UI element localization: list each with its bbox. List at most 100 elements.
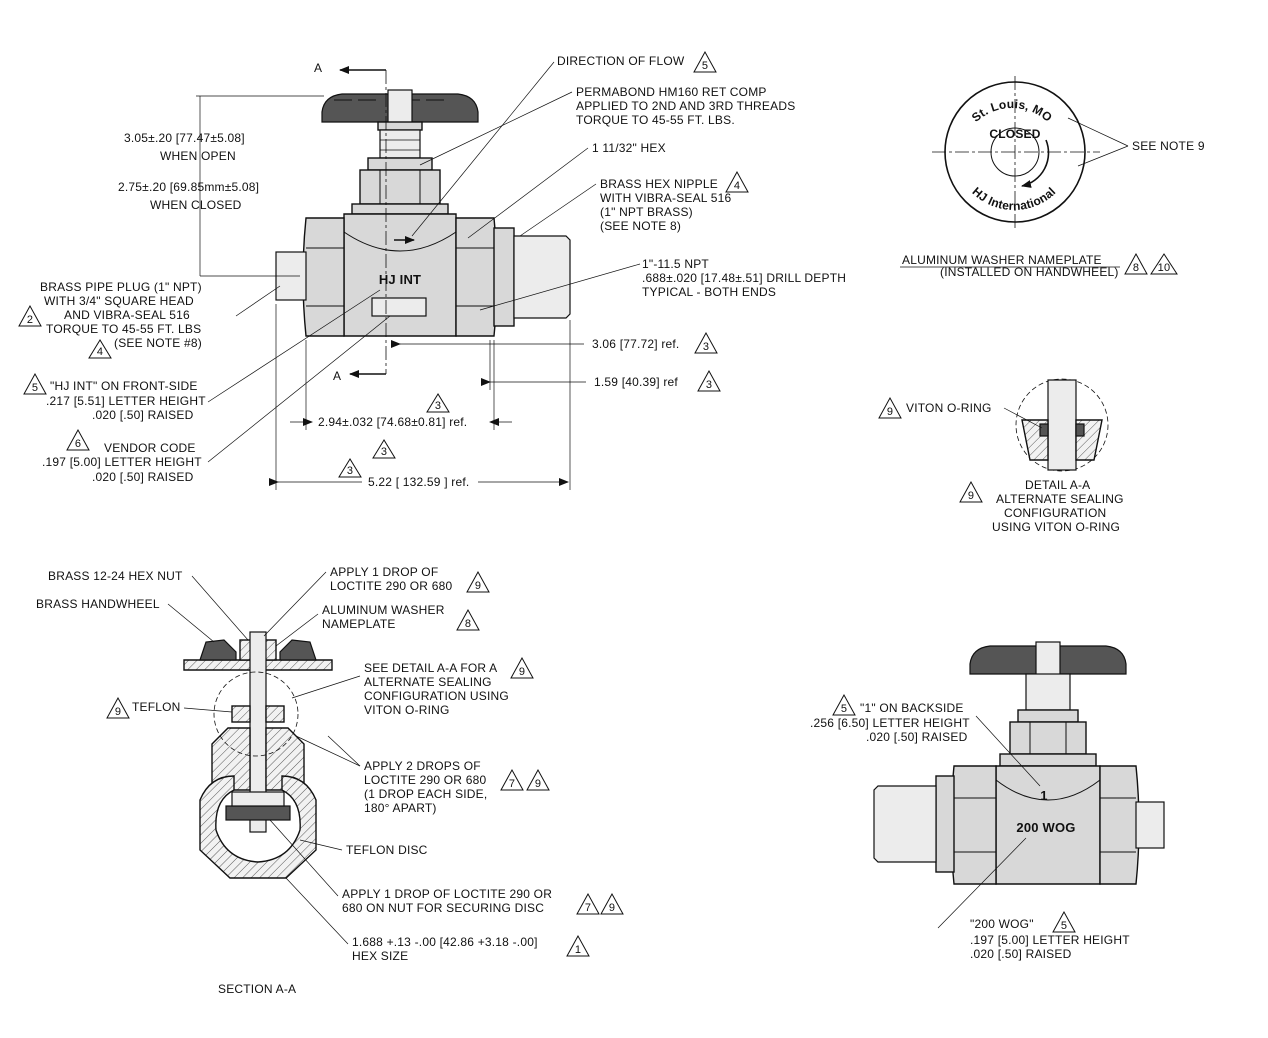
svg-text:7: 7 [585, 902, 591, 914]
nameplate-subtitle: (INSTALLED ON HANDWHEEL) [940, 265, 1119, 279]
plug-line-4: TORQUE TO 45-55 FT. LBS [46, 322, 201, 336]
hj-int-line-3: .020 [.50] RAISED [92, 408, 194, 422]
svg-text:8: 8 [465, 618, 471, 630]
dim-522: 5.22 [ 132.59 ] ref. [368, 475, 469, 489]
loctite-2d: 180° APART) [364, 801, 437, 815]
plug-line-2: WITH 3/4" SQUARE HEAD [44, 294, 194, 308]
loctite-2b: LOCTITE 290 OR 680 [364, 773, 486, 787]
svg-text:9: 9 [475, 580, 481, 592]
detail-title-2: ALTERNATE SEALING [996, 492, 1124, 506]
loctite-1a: APPLY 1 DROP OF [330, 565, 438, 579]
svg-text:9: 9 [535, 778, 541, 790]
svg-text:4: 4 [734, 180, 740, 192]
wog-line-1: "200 WOG" [970, 917, 1034, 931]
right-hex [455, 217, 498, 337]
loctite-2c: (1 DROP EACH SIDE, [364, 787, 487, 801]
section-body [199, 775, 317, 879]
backside-line-3: .020 [.50] RAISED [866, 730, 968, 744]
open-label: WHEN OPEN [160, 149, 236, 163]
backside-1-mark: 1 [1040, 788, 1047, 803]
vendor-line-3: .020 [.50] RAISED [92, 470, 194, 484]
ring-text-bottom: HJ International [970, 184, 1059, 213]
hj-int-line-1: "HJ INT" ON FRONT-SIDE [50, 379, 198, 393]
plug-line-3: AND VIBRA-SEAL 516 [64, 308, 190, 322]
svg-text:9: 9 [519, 666, 525, 678]
dim-306: 3.06 [77.72] ref. [592, 337, 679, 351]
plug-line-5: (SEE NOTE #8) [114, 336, 202, 350]
svg-text:3: 3 [347, 465, 353, 477]
dim-159: 1.59 [40.39] ref [594, 375, 678, 389]
hex-size-line-2: HEX SIZE [352, 949, 408, 963]
nipple-line-2: WITH VIBRA-SEAL 516 [600, 191, 732, 205]
washer-label-2: NAMEPLATE [322, 617, 396, 631]
open-dimension: 3.05±.20 [77.47±5.08] [124, 131, 245, 145]
loctite-2a: APPLY 2 DROPS OF [364, 759, 481, 773]
svg-text:5: 5 [702, 60, 708, 72]
npt-line-1: 1"-11.5 NPT [642, 257, 709, 271]
npt-line-2: .688±.020 [17.48±.51] DRILL DEPTH [642, 271, 846, 285]
back-view: 1 200 WOG 5 "1" ON BACKSIDE .256 [6.50] … [810, 641, 1165, 961]
see-detail-3: CONFIGURATION USING [364, 689, 509, 703]
svg-text:3: 3 [703, 341, 709, 353]
front-view: HJ INT A A [275, 61, 571, 383]
nipple-line-3: (1" NPT BRASS) [600, 205, 693, 219]
stem [379, 129, 421, 159]
svg-text:10: 10 [1158, 262, 1171, 274]
vendor-pad [371, 297, 427, 317]
washer-outer [944, 81, 1086, 223]
svg-text:5: 5 [32, 382, 38, 394]
plug-line-1: BRASS PIPE PLUG (1" NPT) [40, 280, 202, 294]
svg-text:3: 3 [435, 400, 441, 412]
hex-size-line-1: 1.688 +.13 -.00 [42.86 +3.18 -.00] [352, 935, 538, 949]
svg-text:5: 5 [1061, 920, 1067, 932]
direction-of-flow-label: DIRECTION OF FLOW [557, 54, 685, 68]
svg-text:3: 3 [706, 379, 712, 391]
washer-label-1: ALUMINUM WASHER [322, 603, 445, 617]
svg-text:9: 9 [968, 490, 974, 502]
hj-int-casting: HJ INT [379, 272, 421, 287]
section-mark-bottom: A [333, 369, 341, 383]
section-mark-top: A [314, 61, 322, 75]
npt-line-3: TYPICAL - BOTH ENDS [642, 285, 776, 299]
backside-line-2: .256 [6.50] LETTER HEIGHT [810, 716, 970, 730]
svg-text:9: 9 [887, 406, 893, 418]
closed-arrow [1021, 139, 1050, 188]
vendor-line-1: VENDOR CODE [104, 441, 196, 455]
svg-text:6: 6 [75, 438, 81, 450]
nameplate-title: ALUMINUM WASHER NAMEPLATE [902, 253, 1102, 267]
see-detail-2: ALTERNATE SEALING [364, 675, 492, 689]
vendor-line-2: .197 [5.00] LETTER HEIGHT [42, 455, 202, 469]
nipple-line-1: BRASS HEX NIPPLE [600, 177, 718, 191]
nipple [513, 235, 571, 319]
hj-int-line-2: .217 [5.51] LETTER HEIGHT [46, 394, 206, 408]
wog-mark: 200 WOG [1016, 820, 1075, 835]
teflon-disc-label: TEFLON DISC [346, 843, 428, 857]
svg-text:1: 1 [575, 944, 581, 956]
wog-line-3: .020 [.50] RAISED [970, 947, 1072, 961]
permabond-line-2: APPLIED TO 2ND AND 3RD THREADS [576, 99, 795, 113]
washer-bore [990, 127, 1040, 177]
svg-text:9: 9 [115, 706, 121, 718]
washer-nameplate: St. Louis, MO HJ International CLOSED SE… [900, 76, 1205, 279]
dim-294: 2.94±.032 [74.68±0.81] ref. [318, 415, 467, 429]
loctite-3b: 680 ON NUT FOR SECURING DISC [342, 901, 544, 915]
svg-text:2: 2 [27, 314, 33, 326]
viton-oring-label: VITON O-RING [906, 401, 992, 415]
svg-text:7: 7 [509, 778, 515, 790]
permabond-line-1: PERMABOND HM160 RET COMP [576, 85, 767, 99]
hex-size-label: 1 11/32" HEX [592, 141, 666, 155]
left-hex [302, 217, 345, 337]
svg-text:8: 8 [1133, 262, 1139, 274]
permabond-line-3: TORQUE TO 45-55 FT. LBS. [576, 113, 735, 127]
closed-dimension: 2.75±.20 [69.85mm±5.08] [118, 180, 259, 194]
detail-title-1: DETAIL A-A [1025, 478, 1090, 492]
detail-a-a: 9 VITON O-RING 9 DETAIL A-A ALTERNATE SE… [878, 378, 1124, 534]
hex-nut-label: BRASS 12-24 HEX NUT [48, 569, 183, 583]
loctite-3a: APPLY 1 DROP OF LOCTITE 290 OR [342, 887, 552, 901]
detail-title-4: USING VITON O-RING [992, 520, 1120, 534]
bonnet-hex [359, 169, 441, 205]
teflon-label: TEFLON [132, 700, 181, 714]
see-note-9: SEE NOTE 9 [1132, 139, 1205, 153]
wog-line-2: .197 [5.00] LETTER HEIGHT [970, 933, 1130, 947]
